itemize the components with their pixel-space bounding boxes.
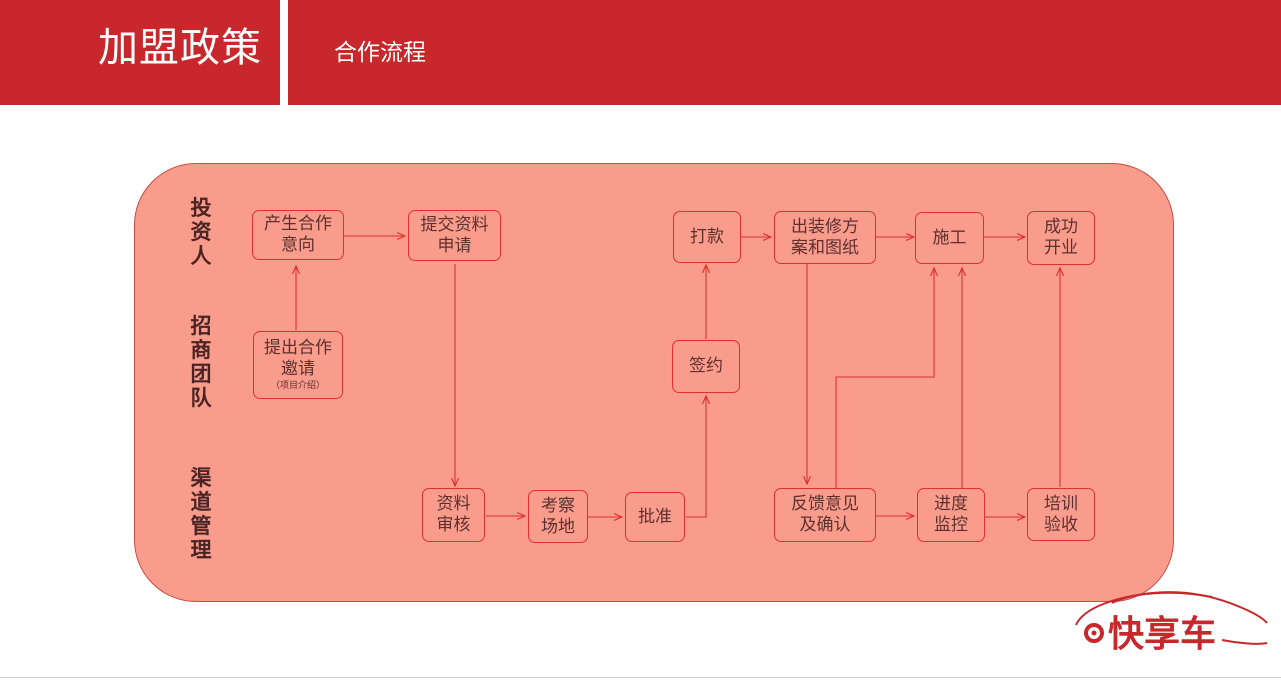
node-document-review: 资料审核 (422, 488, 485, 542)
node-construction: 施工 (915, 212, 984, 264)
node-approval: 批准 (625, 492, 685, 542)
header-banner (288, 0, 1281, 105)
node-design-plan: 出装修方案和图纸 (774, 211, 876, 264)
node-site-inspection: 考察场地 (528, 490, 588, 543)
logo-text: 快享车 (1108, 614, 1216, 655)
node-propose-invitation: 提出合作邀请 （项目介绍） (253, 331, 343, 399)
node-training-acceptance: 培训验收 (1027, 488, 1095, 541)
node-submit-application: 提交资料申请 (408, 210, 501, 261)
node-feedback-confirm: 反馈意见及确认 (774, 488, 876, 542)
footer-divider (0, 677, 1281, 678)
flow-panel (134, 163, 1174, 602)
role-investment-team: 招商团队 (190, 313, 212, 410)
role-channel-management: 渠道管理 (190, 465, 212, 562)
node-grand-opening: 成功开业 (1027, 211, 1095, 265)
brand-logo: 快享车 (1075, 591, 1268, 655)
header-title-block (0, 0, 280, 105)
role-investor: 投资人 (190, 195, 212, 268)
node-payment: 打款 (673, 211, 741, 263)
node-sign-contract: 签约 (672, 340, 740, 393)
arrow-approve-to-sign (686, 396, 706, 518)
arrow-feedback-to-build (835, 268, 934, 488)
node-generate-intent: 产生合作意向 (252, 210, 344, 260)
section-title: 加盟政策 (98, 25, 262, 71)
page-title: 合作流程 (334, 40, 426, 66)
node-progress-monitor: 进度监控 (917, 488, 985, 542)
